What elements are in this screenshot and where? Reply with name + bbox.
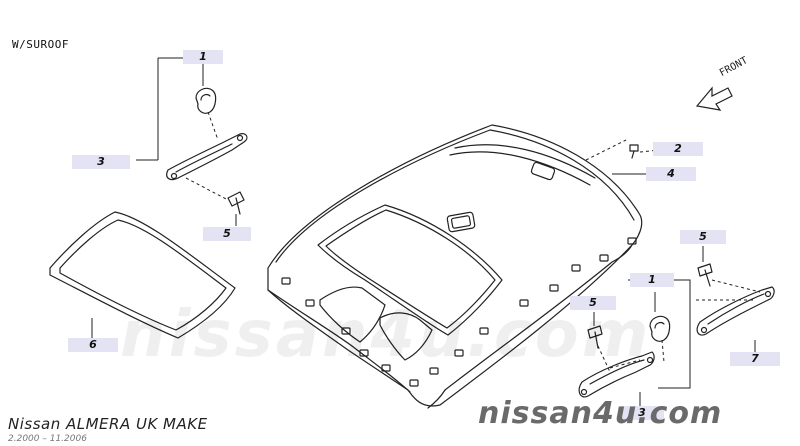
- sunroof-seal: [49, 211, 236, 339]
- clip-part-2: [629, 144, 639, 159]
- sunroof-opening: [317, 204, 503, 336]
- dashed-5-left: [185, 177, 229, 201]
- map-light: [446, 211, 476, 233]
- callout-7[interactable]: 7: [730, 352, 780, 366]
- screw-part-5-right-mid: [587, 325, 603, 349]
- callout-5-right-mid[interactable]: 5: [570, 296, 616, 310]
- callout-3-right[interactable]: 3: [620, 406, 664, 420]
- callout-3-left[interactable]: 3: [72, 155, 130, 169]
- clip-part-1-top: [195, 87, 217, 114]
- headlining-panel: [267, 124, 643, 409]
- dashed-2: [585, 139, 627, 161]
- callout-4[interactable]: 4: [646, 167, 696, 181]
- dashed-7-a: [711, 279, 761, 293]
- watermark-center: nissan4u.com: [120, 298, 652, 372]
- brand-watermark: nissan4u.com: [478, 396, 723, 431]
- screw-part-5-right-top: [697, 263, 713, 287]
- bracket-part-3-left: [166, 133, 248, 181]
- dashed-1-right: [661, 339, 665, 363]
- callout-1-right[interactable]: 1: [630, 273, 674, 287]
- bracket-part-7: [696, 286, 775, 336]
- rear-light: [530, 161, 556, 181]
- front-arrow-icon: [695, 86, 733, 111]
- callout-6[interactable]: 6: [68, 338, 118, 352]
- callout-5-left[interactable]: 5: [203, 227, 251, 241]
- callout-1-top[interactable]: 1: [183, 50, 223, 64]
- leader-bracket-left: [136, 57, 192, 161]
- screw-part-5-left: [227, 191, 245, 215]
- production-dates: 2.2000 – 11.2006: [8, 434, 87, 444]
- dashed-3-right: [597, 345, 611, 373]
- dashed-1-top: [207, 111, 219, 141]
- callout-2[interactable]: 2: [653, 142, 703, 156]
- dashed-3-right-b: [609, 359, 641, 369]
- clip-part-1-right: [649, 315, 671, 342]
- variant-note: W/SUROOF: [12, 38, 69, 51]
- model-title: Nissan ALMERA UK MAKE: [8, 415, 208, 433]
- bracket-part-3-right: [578, 351, 655, 398]
- callout-5-right-top[interactable]: 5: [680, 230, 726, 244]
